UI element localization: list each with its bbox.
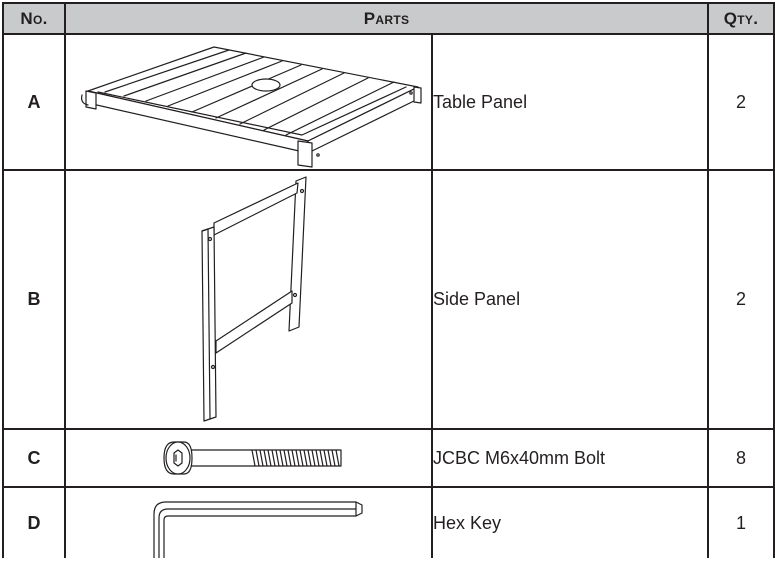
part-id: B <box>2 169 66 430</box>
part-illustration <box>64 33 433 171</box>
table-panel-icon <box>81 46 422 168</box>
part-name: Hex Key <box>430 486 710 558</box>
hex-key-icon <box>153 501 363 558</box>
table-row: C <box>2 428 775 488</box>
part-id: D <box>2 486 66 558</box>
part-qty: 2 <box>707 33 775 171</box>
part-illustration <box>64 486 433 558</box>
part-illustration <box>64 169 433 430</box>
part-id: C <box>2 428 66 488</box>
table-row: B Side P <box>2 169 775 430</box>
part-qty: 8 <box>707 428 775 488</box>
bolt-icon <box>163 441 342 475</box>
part-name: Table Panel <box>430 33 710 171</box>
part-illustration <box>64 428 433 488</box>
table-row: A <box>2 33 775 171</box>
header-row: No. Parts Qty. <box>2 2 775 35</box>
header-no: No. <box>2 2 66 35</box>
table-row: D Hex Key 1 <box>2 486 775 558</box>
part-qty: 2 <box>707 169 775 430</box>
side-panel-icon <box>201 176 307 422</box>
part-id: A <box>2 33 66 171</box>
part-name: JCBC M6x40mm Bolt <box>430 428 710 488</box>
header-parts: Parts <box>63 2 710 35</box>
part-name: Side Panel <box>430 169 710 430</box>
part-qty: 1 <box>707 486 775 558</box>
header-qty: Qty. <box>707 2 775 35</box>
